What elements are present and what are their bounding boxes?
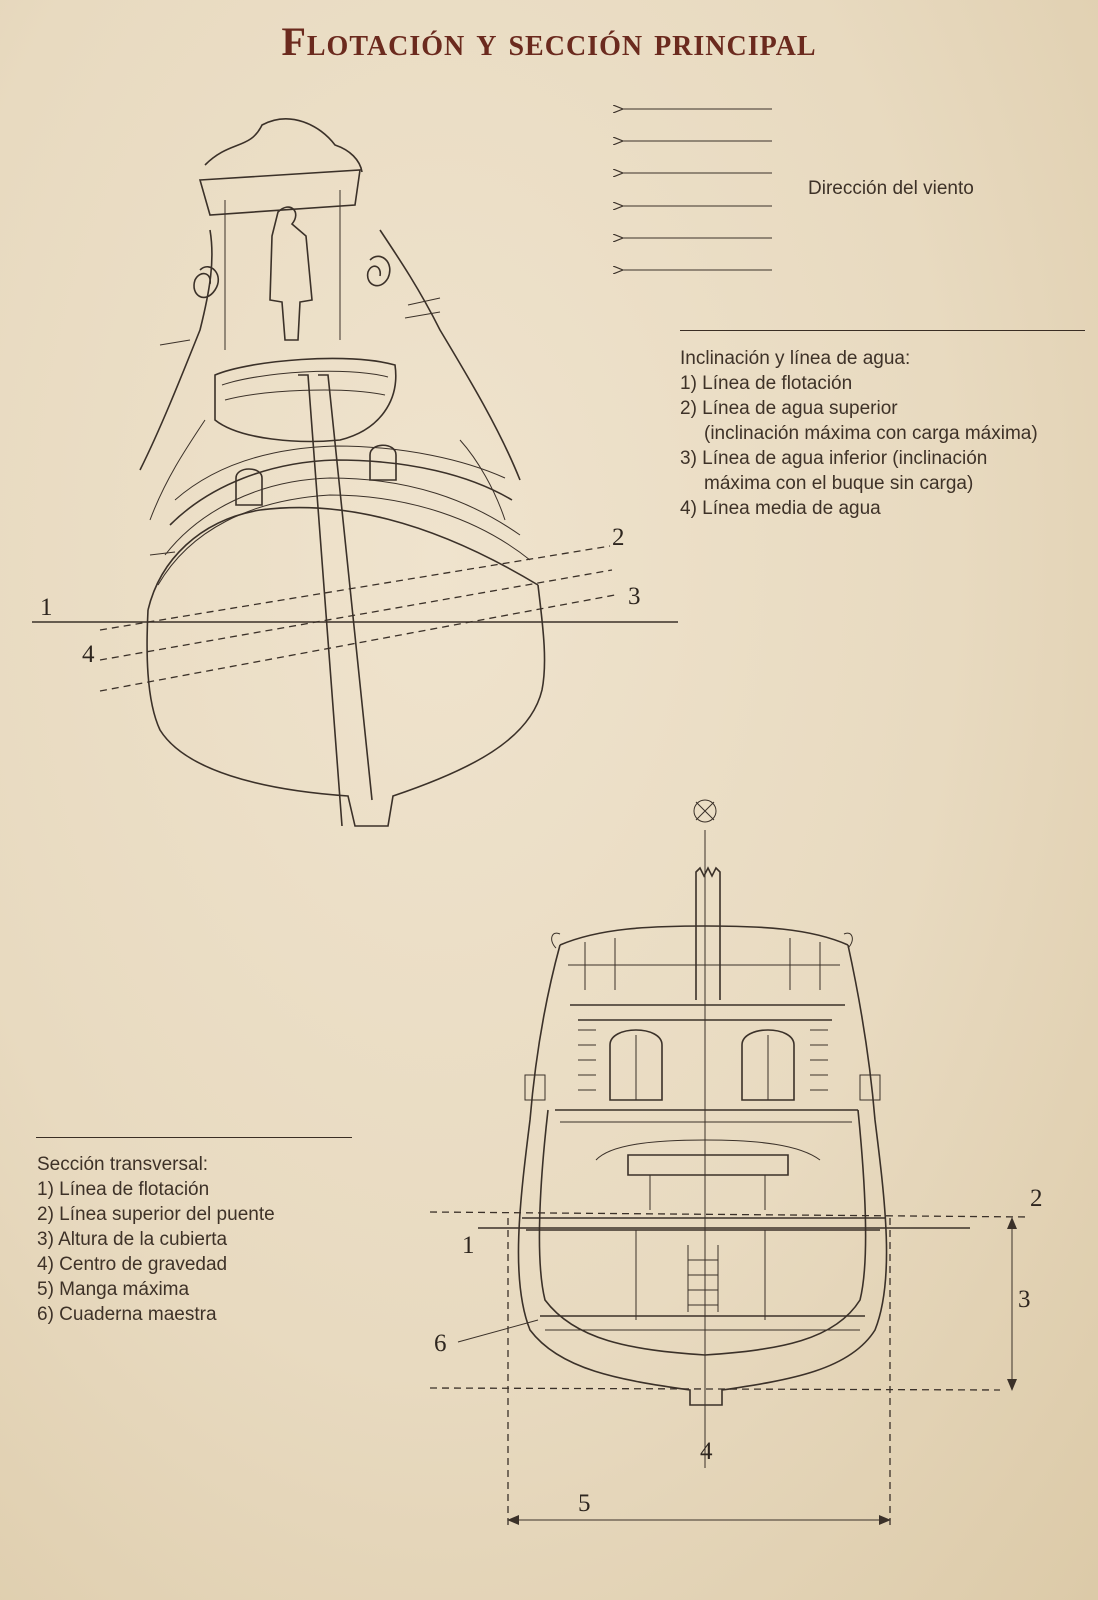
legend-item: 3) Línea de agua inferior (inclinación xyxy=(680,448,988,469)
stern-label-1: 1 xyxy=(40,594,53,621)
legend-item: 3) Altura de la cubierta xyxy=(37,1229,228,1250)
stern-line-2-upper xyxy=(99,545,611,631)
legend-item: máxima con el buque sin carga) xyxy=(704,473,974,494)
master-frame xyxy=(538,1109,867,1356)
section-hull-outline xyxy=(517,944,888,1406)
stern-label-3: 3 xyxy=(628,583,641,610)
section-label-5: 5 xyxy=(578,1490,591,1517)
wind-arrows xyxy=(622,109,772,270)
page-title: Flotación y sección principal xyxy=(281,19,817,64)
legend-rule-bottom xyxy=(36,1137,352,1138)
legend-item: 1) Línea de flotación xyxy=(37,1179,210,1200)
section-label-2: 2 xyxy=(1030,1185,1043,1212)
section-label-3: 3 xyxy=(1018,1286,1031,1313)
section-legend: Sección transversal: 1) Línea de flotaci… xyxy=(37,1152,275,1327)
section-legend-heading: Sección transversal: xyxy=(37,1154,209,1175)
inclination-legend-heading: Inclinación y línea de agua: xyxy=(680,348,911,369)
legend-item: 4) Centro de gravedad xyxy=(37,1254,228,1275)
gravity-center-icon xyxy=(693,799,717,823)
section-label-4: 4 xyxy=(700,1438,713,1465)
section-label-1: 1 xyxy=(462,1232,475,1259)
stern-label-4: 4 xyxy=(82,641,95,668)
section-view-drawing xyxy=(517,799,888,1468)
section-line-2-bridge xyxy=(429,1211,1031,1218)
legend-item: 2) Línea superior del puente xyxy=(37,1204,275,1225)
legend-item: (inclinación máxima con carga máxima) xyxy=(704,423,1038,444)
stern-label-2: 2 xyxy=(612,524,625,551)
wind-direction-label: Dirección del viento xyxy=(808,178,974,199)
legend-item: 6) Cuaderna maestra xyxy=(37,1304,217,1325)
stern-figure xyxy=(269,206,313,341)
mast xyxy=(695,866,721,1000)
legend-rule-top xyxy=(680,330,1085,331)
stern-line-4-mean xyxy=(99,569,613,661)
stern-hull-outline xyxy=(146,584,546,827)
master-frame-leader xyxy=(457,1319,539,1343)
legend-item: 4) Línea media de agua xyxy=(680,498,881,519)
legend-item: 1) Línea de flotación xyxy=(680,373,853,394)
stern-view-drawing xyxy=(139,118,546,827)
legend-item: 2) Línea de agua superior xyxy=(680,398,898,419)
legend-item: 5) Manga máxima xyxy=(37,1279,190,1300)
section-label-6: 6 xyxy=(434,1330,447,1357)
stern-line-3-lower xyxy=(99,594,616,692)
section-line-baseline xyxy=(429,1387,1001,1391)
inclination-legend: Inclinación y línea de agua: 1) Línea de… xyxy=(680,346,1038,521)
rudder-post xyxy=(298,374,373,827)
